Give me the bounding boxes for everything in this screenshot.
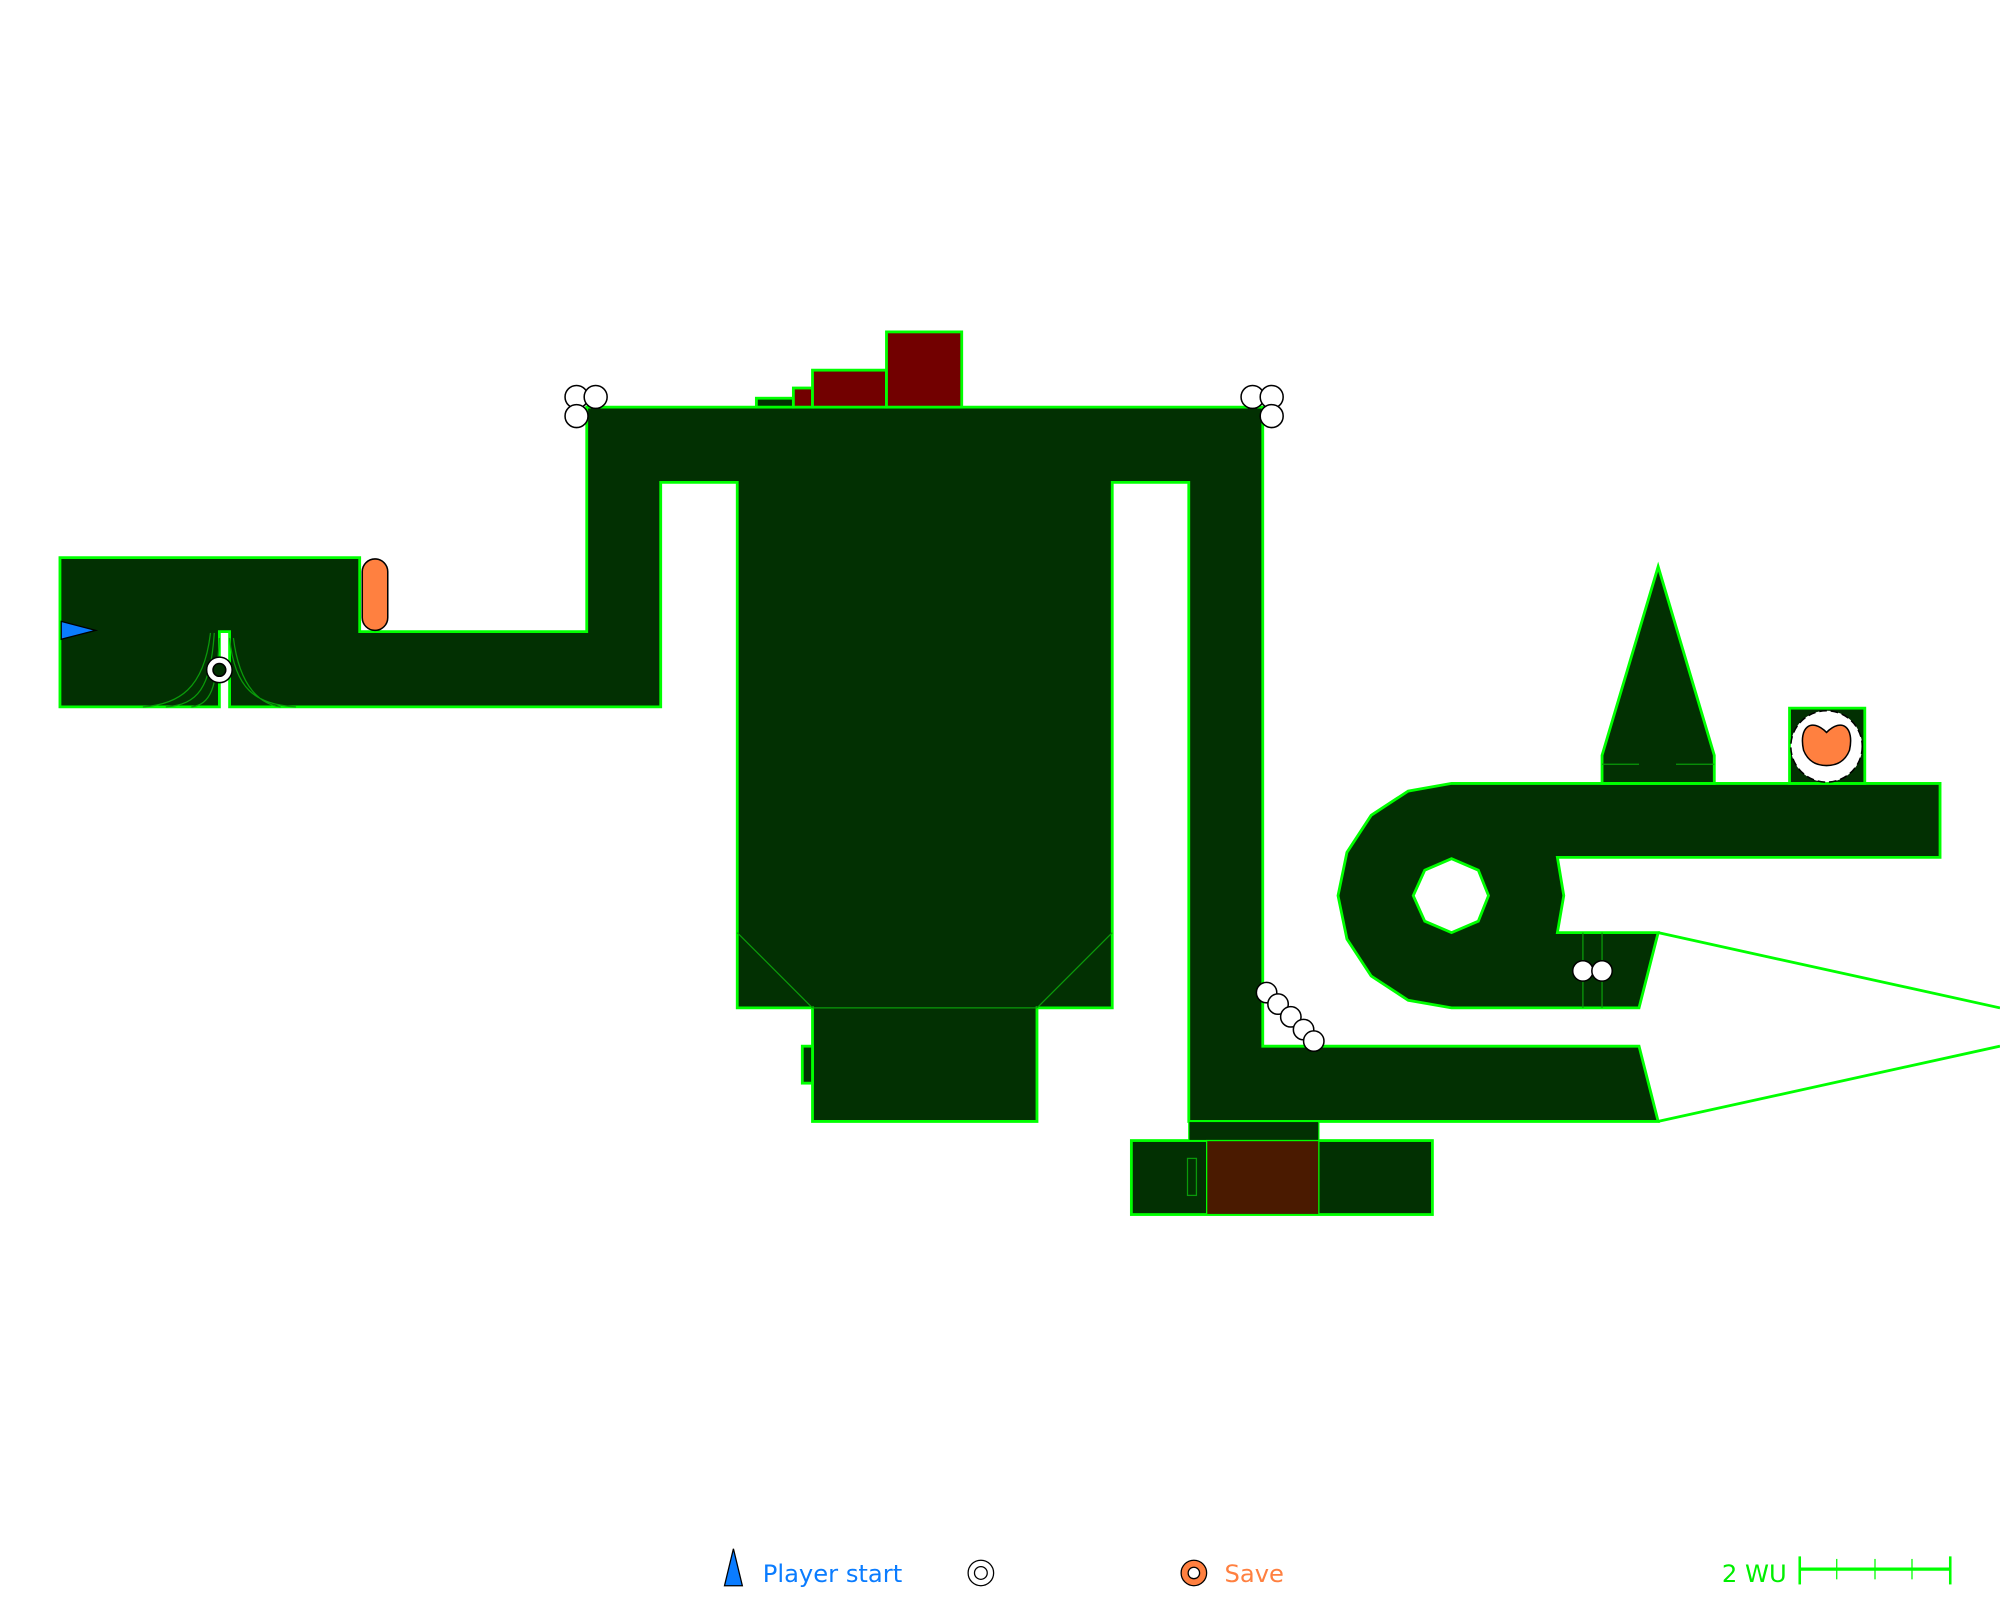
door-block [1205, 1139, 1320, 1216]
collectible-ring-icon [967, 1559, 995, 1587]
terrain-step [754, 396, 795, 409]
legend: Player start Save 2 WU [723, 1548, 1952, 1588]
ring-hole [1411, 857, 1491, 935]
terrain-ring-loop [1336, 782, 1942, 1010]
collectible-trail[interactable] [1255, 959, 1614, 1053]
player-start-icon [723, 1548, 744, 1587]
save-point-icon [1180, 1559, 1208, 1587]
hazard-block-3 [885, 330, 964, 409]
legend-player-start: Player start [763, 1560, 902, 1588]
terrain-main [58, 405, 1660, 1123]
legend-save: Save [1224, 1560, 1283, 1588]
save-point-stack[interactable] [361, 558, 389, 632]
boundary-line-upper [1657, 931, 2000, 1010]
hazard-block-1 [791, 386, 814, 409]
hazard-block-2 [811, 368, 888, 409]
scale-bar-icon [1798, 1556, 1952, 1585]
save-point-heart[interactable] [1801, 724, 1852, 767]
player-start-marker[interactable] [60, 620, 99, 641]
terrain-connector [1188, 1120, 1320, 1142]
collectible-cluster[interactable] [564, 384, 1284, 429]
boundary-line-lower [1657, 1044, 2000, 1123]
collectible-ring[interactable] [205, 656, 233, 684]
wall-tab [800, 1044, 814, 1085]
spike-terrain [1600, 561, 1716, 785]
legend-scale-label: 2 WU [1722, 1560, 1787, 1588]
